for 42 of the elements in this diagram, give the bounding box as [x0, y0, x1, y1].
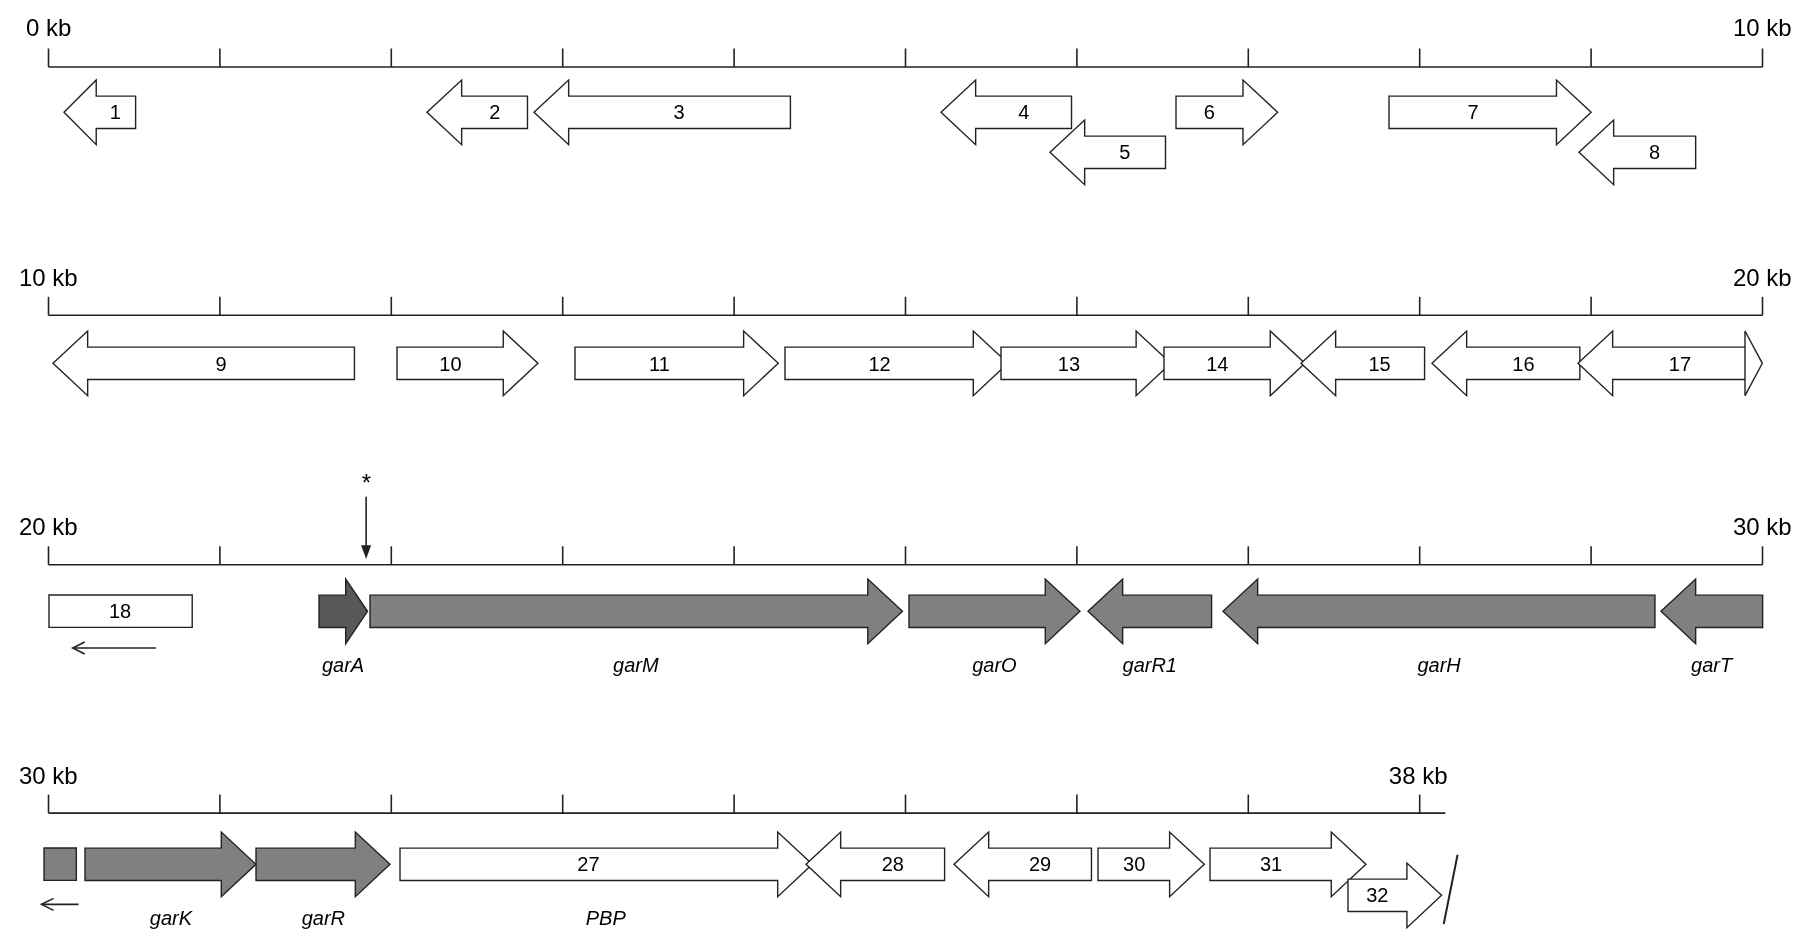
- scale-label: 30 kb: [19, 762, 78, 791]
- gene-label: 18: [108, 599, 132, 622]
- gene-label: 15: [1368, 352, 1391, 375]
- gene-label: 2: [489, 101, 501, 123]
- gene-label: 17: [1668, 352, 1691, 375]
- gene-label: 9: [215, 352, 227, 375]
- scale-label: 20 kb: [19, 512, 78, 541]
- asterisk-mark: *: [361, 468, 371, 497]
- gene-label: 4: [1018, 101, 1030, 123]
- gene-label: garM: [613, 654, 659, 677]
- scale-label: 30 kb: [1733, 512, 1792, 541]
- gene-label: 32: [1366, 884, 1389, 907]
- gene-label: 6: [1203, 101, 1215, 123]
- scale-label: 10 kb: [1733, 13, 1792, 42]
- gene-label: garK: [149, 907, 193, 930]
- gene-label: 28: [881, 852, 904, 875]
- gene-label: 5: [1119, 141, 1131, 164]
- gene-label: garT: [1691, 654, 1733, 677]
- gene-label: 13: [1057, 352, 1081, 375]
- gene-label: 3: [673, 101, 685, 123]
- gene-label: PBP: [585, 907, 626, 930]
- gene-label: garR: [301, 907, 346, 930]
- gene-label: 10: [439, 352, 462, 375]
- gene-label: 27: [577, 852, 600, 875]
- gene-label: 12: [868, 352, 891, 375]
- gene-label: garA: [321, 654, 365, 677]
- scale-label: 38 kb: [1388, 762, 1448, 791]
- gene-label: 11: [649, 352, 670, 375]
- scale-label: 10 kb: [19, 264, 78, 293]
- gene-label: 7: [1467, 101, 1479, 123]
- scale-label: 20 kb: [1733, 264, 1792, 293]
- scale-label: 0 kb: [26, 13, 72, 42]
- gene-label: 31: [1259, 852, 1283, 875]
- gene-label: 8: [1648, 141, 1661, 164]
- gene-label: 30: [1123, 852, 1146, 875]
- gene-label: garH: [1417, 654, 1461, 677]
- gene-label: 14: [1206, 352, 1229, 375]
- gene-label: 1: [109, 101, 121, 123]
- gene-label: 29: [1028, 852, 1052, 875]
- gene-label: garO: [972, 654, 1017, 677]
- gene-label: garR1: [1122, 654, 1177, 677]
- gene-label: 16: [1512, 352, 1535, 375]
